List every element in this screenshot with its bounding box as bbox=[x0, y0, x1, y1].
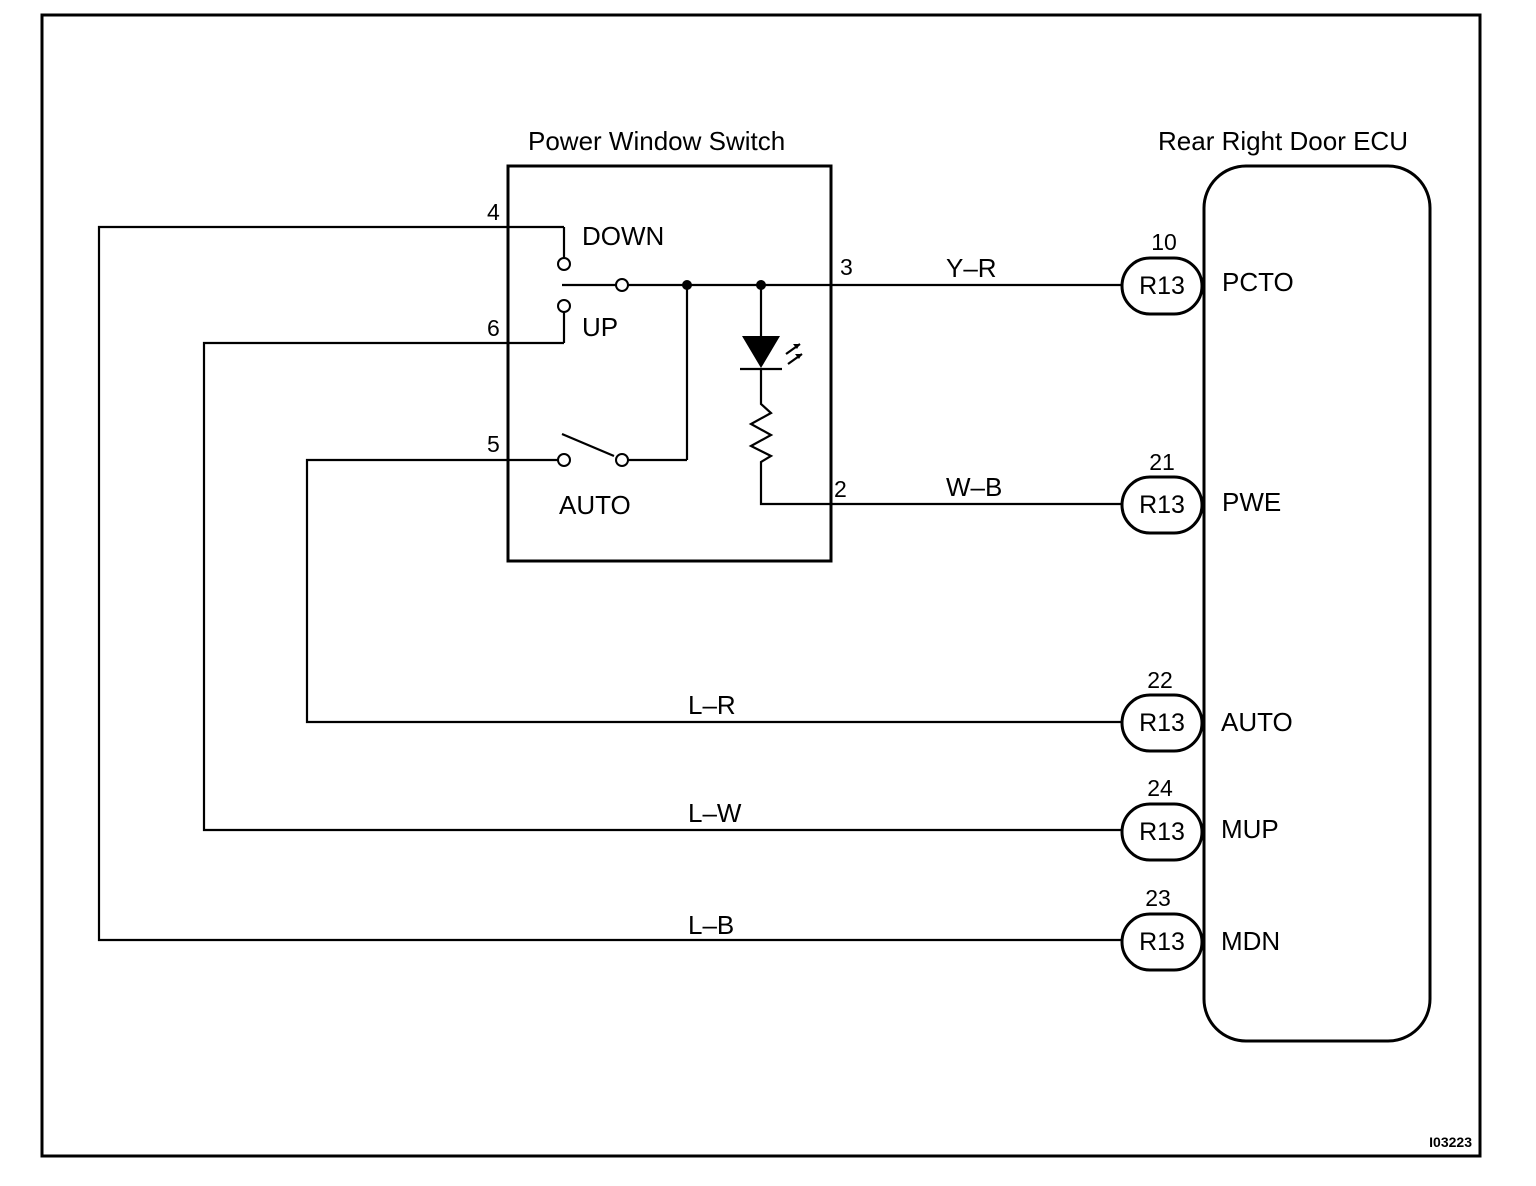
wire-label-l-r: L–R bbox=[688, 690, 736, 720]
connector-r13-pin23: R13 bbox=[1120, 912, 1204, 972]
pin-2: 2 bbox=[834, 476, 847, 502]
connector-r13-pin24: R13 bbox=[1120, 802, 1204, 862]
ecu-terminal-pwe: PWE bbox=[1222, 487, 1281, 517]
wire-label-l-w: L–W bbox=[688, 798, 742, 828]
pin-3: 3 bbox=[840, 254, 853, 280]
svg-text:R13: R13 bbox=[1139, 709, 1185, 737]
auto-switch bbox=[557, 285, 689, 467]
pin-4: 4 bbox=[487, 199, 500, 225]
ecu-terminal-pcto: PCTO bbox=[1222, 267, 1294, 297]
junction-dot bbox=[682, 280, 692, 290]
ecu-pin-21: 21 bbox=[1149, 449, 1175, 475]
ecu-title: Rear Right Door ECU bbox=[1158, 126, 1408, 156]
led-icon bbox=[740, 285, 803, 371]
switch-title: Power Window Switch bbox=[528, 126, 785, 156]
ecu-pin-10: 10 bbox=[1151, 229, 1177, 255]
wire-label-y-r: Y–R bbox=[946, 253, 997, 283]
down-label: DOWN bbox=[582, 221, 664, 251]
figure-id: I03223 bbox=[1429, 1134, 1472, 1150]
connector-r13-pin10: R13 bbox=[1120, 256, 1204, 316]
wire-l-b bbox=[97, 225, 1122, 942]
diagram-frame bbox=[40, 13, 1482, 1158]
ecu-box bbox=[1202, 164, 1432, 1043]
ecu-pin-24: 24 bbox=[1147, 775, 1173, 801]
ecu-terminal-mdn: MDN bbox=[1221, 926, 1280, 956]
connector-r13-pin22: R13 bbox=[1120, 693, 1204, 753]
wire-label-l-b: L–B bbox=[688, 910, 734, 940]
resistor-icon bbox=[748, 369, 1122, 506]
svg-text:R13: R13 bbox=[1139, 928, 1185, 956]
wire-l-w bbox=[202, 341, 1122, 832]
ecu-terminal-auto: AUTO bbox=[1221, 707, 1293, 737]
svg-text:R13: R13 bbox=[1139, 491, 1185, 519]
wire-l-r bbox=[305, 458, 1122, 724]
wire-label-w-b: W–B bbox=[946, 472, 1002, 502]
up-label: UP bbox=[582, 312, 618, 342]
pin-6: 6 bbox=[487, 315, 500, 341]
power-window-switch-box bbox=[506, 164, 833, 563]
auto-switch-label: AUTO bbox=[559, 490, 631, 520]
svg-text:R13: R13 bbox=[1139, 818, 1185, 846]
ecu-pin-23: 23 bbox=[1145, 885, 1171, 911]
ecu-terminal-mup: MUP bbox=[1221, 814, 1279, 844]
connector-r13-pin21: R13 bbox=[1120, 475, 1204, 535]
down-up-switch bbox=[557, 227, 629, 343]
ecu-pin-22: 22 bbox=[1147, 667, 1173, 693]
pin-5: 5 bbox=[487, 431, 500, 457]
svg-text:R13: R13 bbox=[1139, 272, 1185, 300]
